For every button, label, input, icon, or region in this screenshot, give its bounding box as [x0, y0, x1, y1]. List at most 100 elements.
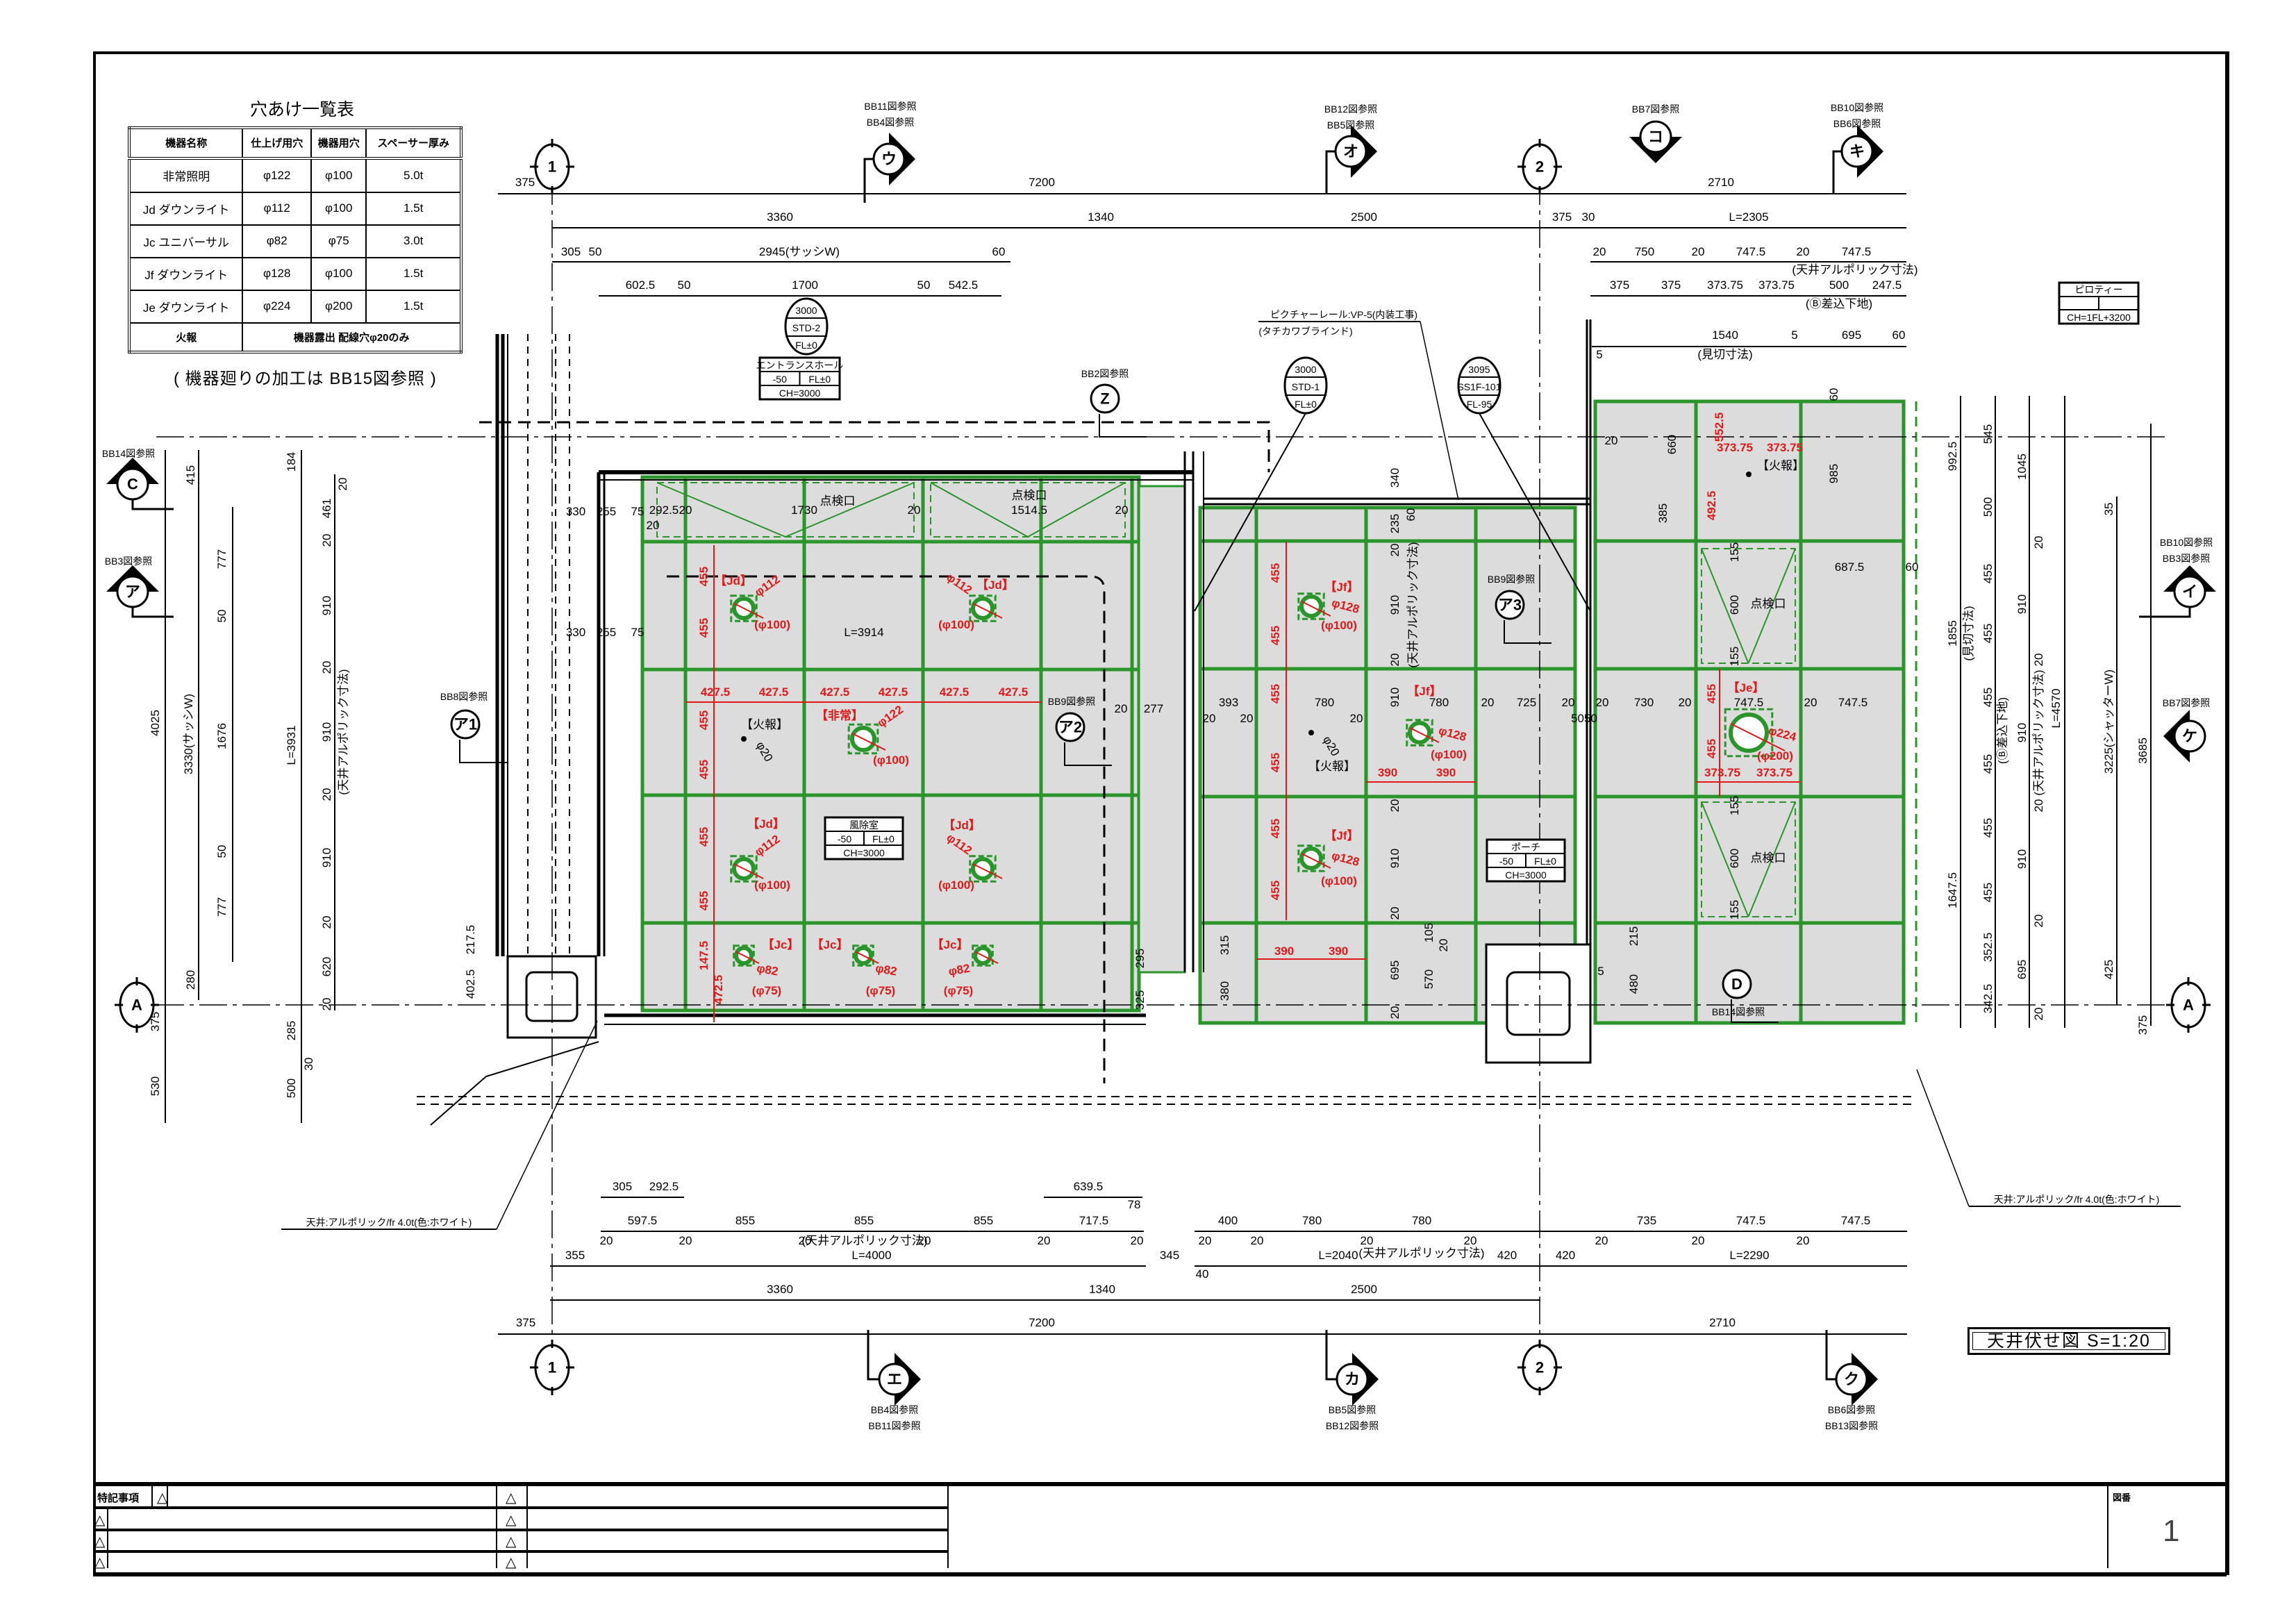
- dimension-label: 280: [184, 970, 197, 990]
- layout-dimension-label: 【Jc】: [763, 938, 799, 951]
- dimension-label: 20: [1350, 712, 1363, 725]
- grid-bubble-label: 1: [548, 158, 556, 176]
- room-name: ピロティー: [2074, 284, 2122, 295]
- row-divider: [93, 1550, 949, 1553]
- dimension-label: 455: [1981, 624, 1995, 643]
- remarks-label-cell: [93, 1486, 153, 1508]
- dimension-label: 215: [1627, 926, 1640, 946]
- room-level: -50: [773, 374, 787, 385]
- callout-leader: [1064, 742, 1112, 766]
- dimension-label: 305: [561, 245, 581, 258]
- fire-alarm-icon: [1308, 730, 1314, 735]
- detail-callout-label: Z: [1100, 390, 1109, 408]
- dimension-label: 375: [516, 1316, 535, 1329]
- dimension-label: 2710: [1708, 176, 1734, 189]
- layout-dimension-label: 427.5: [999, 685, 1029, 699]
- dimension-label: 747.5: [1734, 696, 1764, 709]
- section-reference: BB3図参照: [105, 556, 152, 567]
- dimension-label: 155: [1728, 900, 1741, 919]
- revision-triangle: △: [506, 1534, 517, 1549]
- layout-dimension-label: 【Jf】: [1324, 580, 1358, 594]
- dimension-label: 5: [1597, 965, 1604, 978]
- fixture-label: 点検口: [1751, 851, 1786, 865]
- detail-callout-reference: BB2図参照: [1081, 368, 1129, 379]
- dimension-label: 910: [1388, 849, 1401, 868]
- dimension-label: 639.5: [1074, 1180, 1104, 1193]
- dimension-label: 455: [1981, 883, 1995, 902]
- dimension-label: 155: [1728, 542, 1741, 562]
- dimension-label: 717.5: [1079, 1214, 1109, 1227]
- dimension-label: L=3931: [285, 725, 298, 765]
- fixture-label: 点検口: [1751, 597, 1786, 610]
- section-leader: [131, 607, 174, 618]
- dimension-label: 285: [285, 1021, 298, 1040]
- dimension-label: 4025: [149, 710, 162, 736]
- fixture-label: 【火報】: [1757, 459, 1804, 472]
- ceiling-finish-note: 天井:アルポリック/fr 4.0t(色:ホワイト): [306, 1217, 472, 1228]
- dimension-label: (天井アルポリック寸法): [337, 669, 350, 794]
- dimension-label: 3360: [767, 210, 793, 224]
- dimension-label: 992.5: [1946, 442, 1959, 472]
- layout-dimension-label: 455: [697, 827, 710, 847]
- fire-alarm-icon: [741, 736, 747, 742]
- layout-dimension-label: 472.5: [712, 975, 725, 1005]
- dimension-label: 305: [613, 1180, 632, 1193]
- fixture-frame: [730, 855, 758, 883]
- dimension-label: 20: [1596, 696, 1609, 709]
- layout-dimension-label: 427.5: [879, 685, 908, 699]
- dimension-label: 695: [2015, 960, 2029, 979]
- dimension-label: 2710: [1709, 1316, 1736, 1329]
- dimension-label: 20: [1562, 696, 1575, 709]
- dimension-label: 602.5: [626, 278, 656, 292]
- diameter-leader: [974, 951, 999, 964]
- dimension-label: 60: [1404, 508, 1417, 522]
- dimension-label: 40: [1196, 1267, 1209, 1281]
- diameter-leader: [733, 603, 764, 619]
- room-ceiling-height: CH=3000: [843, 847, 885, 858]
- dimension-label: (Ⓑ差込下地): [1806, 297, 1872, 310]
- fixture-label: 【火報】: [1308, 760, 1356, 773]
- section-leader: [1325, 1330, 1337, 1381]
- dimension-label: 20: [2032, 654, 2045, 667]
- detail-callout-reference: BB8図参照: [440, 691, 488, 702]
- access-hatch: [1701, 548, 1796, 664]
- section-reference: BB12図参照: [1324, 103, 1377, 115]
- dimension-label: 730: [1634, 696, 1654, 709]
- dimension-label: 330: [566, 505, 585, 518]
- dimension-label: 425: [2102, 960, 2115, 979]
- dimension-label: 20: [1804, 696, 1817, 709]
- dimension-label: 20: [1131, 1234, 1144, 1247]
- dimension-label: 620: [320, 957, 333, 976]
- diameter-leader: [851, 733, 886, 751]
- diameter-leader: [1301, 601, 1331, 617]
- grid-bubble-label: 2: [1536, 1359, 1544, 1376]
- cell: 非常照明: [128, 157, 244, 193]
- layout-dimension-label: 390: [1378, 766, 1397, 779]
- dimension-label: 330: [566, 626, 585, 639]
- table-row: 火報機器露出 配線穴φ20のみ: [128, 322, 462, 353]
- ceiling-height-tag: [784, 297, 829, 356]
- section-reference: BB7図参照: [1632, 103, 1679, 115]
- dimension-label: 247.5: [1872, 278, 1902, 292]
- section-reference: BB10図参照: [1831, 102, 1883, 113]
- dimension-label: 20: [1388, 799, 1401, 813]
- dimension-label: 255: [597, 505, 616, 518]
- layout-dimension-label: 【Jf】: [1407, 684, 1441, 698]
- dimension-label: 20: [1388, 654, 1401, 667]
- layout-dimension-label: 【非常】: [816, 708, 863, 722]
- dimension-label: 20: [1115, 702, 1128, 715]
- dimension-label: 50: [215, 845, 228, 858]
- cell: 5.0t: [365, 157, 462, 193]
- section-reference: BB6図参照: [1828, 1404, 1875, 1415]
- remarks-col-left: [93, 1486, 497, 1568]
- revision-triangle: △: [506, 1513, 517, 1528]
- dimension-label: 60: [992, 245, 1006, 258]
- dimension-label: 20: [2032, 1008, 2045, 1021]
- access-hatch-line: [1747, 548, 1796, 664]
- dimension-label: 400: [1218, 1214, 1238, 1227]
- dimension-label: 5: [1596, 348, 1602, 361]
- dimension-label: 402.5: [464, 969, 477, 999]
- section-reference: BB6図参照: [1833, 118, 1881, 129]
- fixture-label: 点検口: [820, 494, 856, 508]
- dimension-label: 777: [215, 549, 228, 569]
